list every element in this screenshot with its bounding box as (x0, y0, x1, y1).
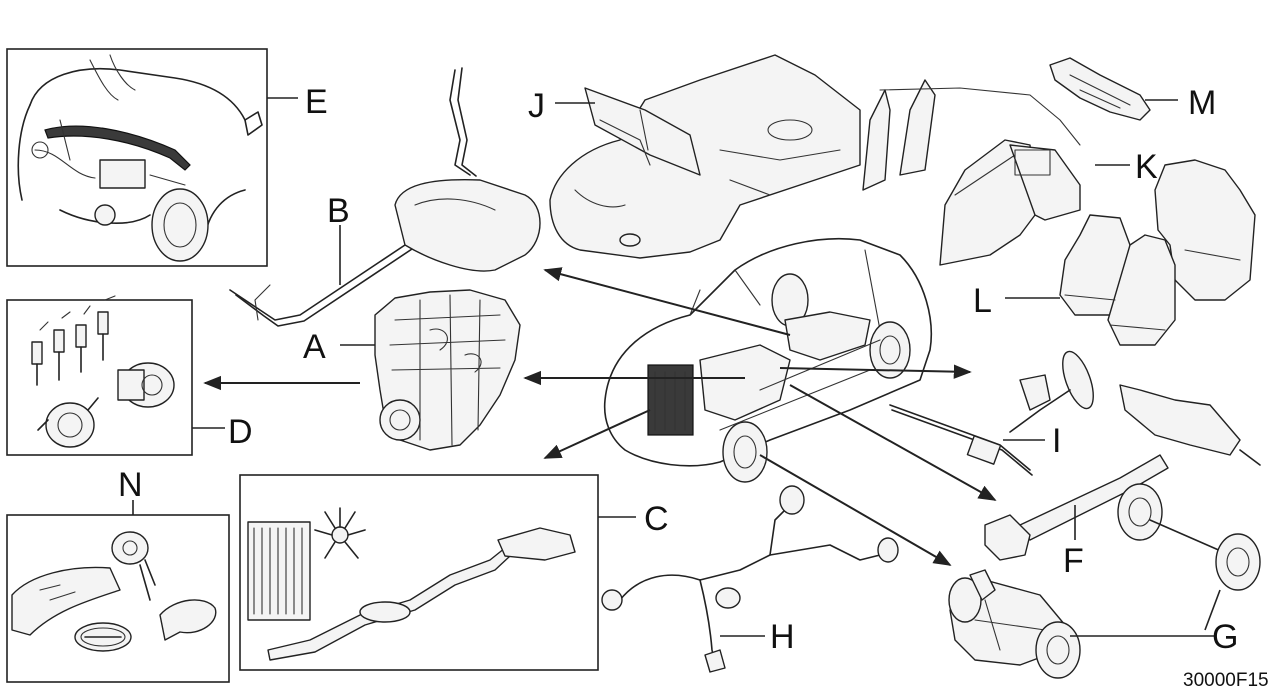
callout-label-j: J (528, 87, 545, 125)
roof-trim-illustration (1049, 57, 1151, 121)
callout-labels: E B A D N C J M K L I F G H (118, 83, 1238, 656)
inset-box-c (239, 474, 599, 671)
suspension-illustration (948, 569, 1081, 679)
callout-label-m: M (1188, 84, 1216, 122)
fuel-line-illustration (229, 67, 541, 327)
electrical-components-illustration (31, 295, 175, 448)
callout-label-f: F (1063, 542, 1084, 580)
callout-label-d: D (228, 413, 253, 451)
callout-label-i: I (1052, 422, 1061, 460)
callout-label-n: N (118, 466, 143, 504)
callout-label-l: L (973, 282, 992, 320)
door-illustration (862, 79, 1081, 266)
inset-box-e (6, 48, 268, 267)
seats-illustration (1059, 159, 1256, 346)
diagram-code: 30000F15 (1183, 670, 1269, 691)
body-harness-illustration (601, 485, 899, 673)
steering-illustration (889, 350, 1094, 476)
engine-assembly-illustration (374, 289, 521, 451)
body-shell-illustration (549, 54, 861, 259)
callout-label-a: A (303, 328, 326, 366)
callout-label-k: K (1135, 148, 1158, 186)
callout-label-c: C (644, 500, 669, 538)
cooling-and-exhaust-illustration (247, 507, 576, 661)
engine-room-harness-illustration (17, 54, 263, 262)
inset-box-n (6, 514, 230, 683)
callout-label-g: G (1212, 618, 1238, 656)
vehicle-chassis-illustration (603, 237, 933, 483)
leader-lines (132, 97, 1221, 637)
key-set-and-trim-illustration (11, 531, 217, 652)
callout-label-e: E (305, 83, 328, 121)
inset-box-d (6, 299, 193, 456)
driveline-illustration (984, 384, 1261, 591)
callout-label-h: H (770, 618, 795, 656)
pointer-arrows (203, 267, 997, 566)
callout-label-b: B (327, 192, 350, 230)
